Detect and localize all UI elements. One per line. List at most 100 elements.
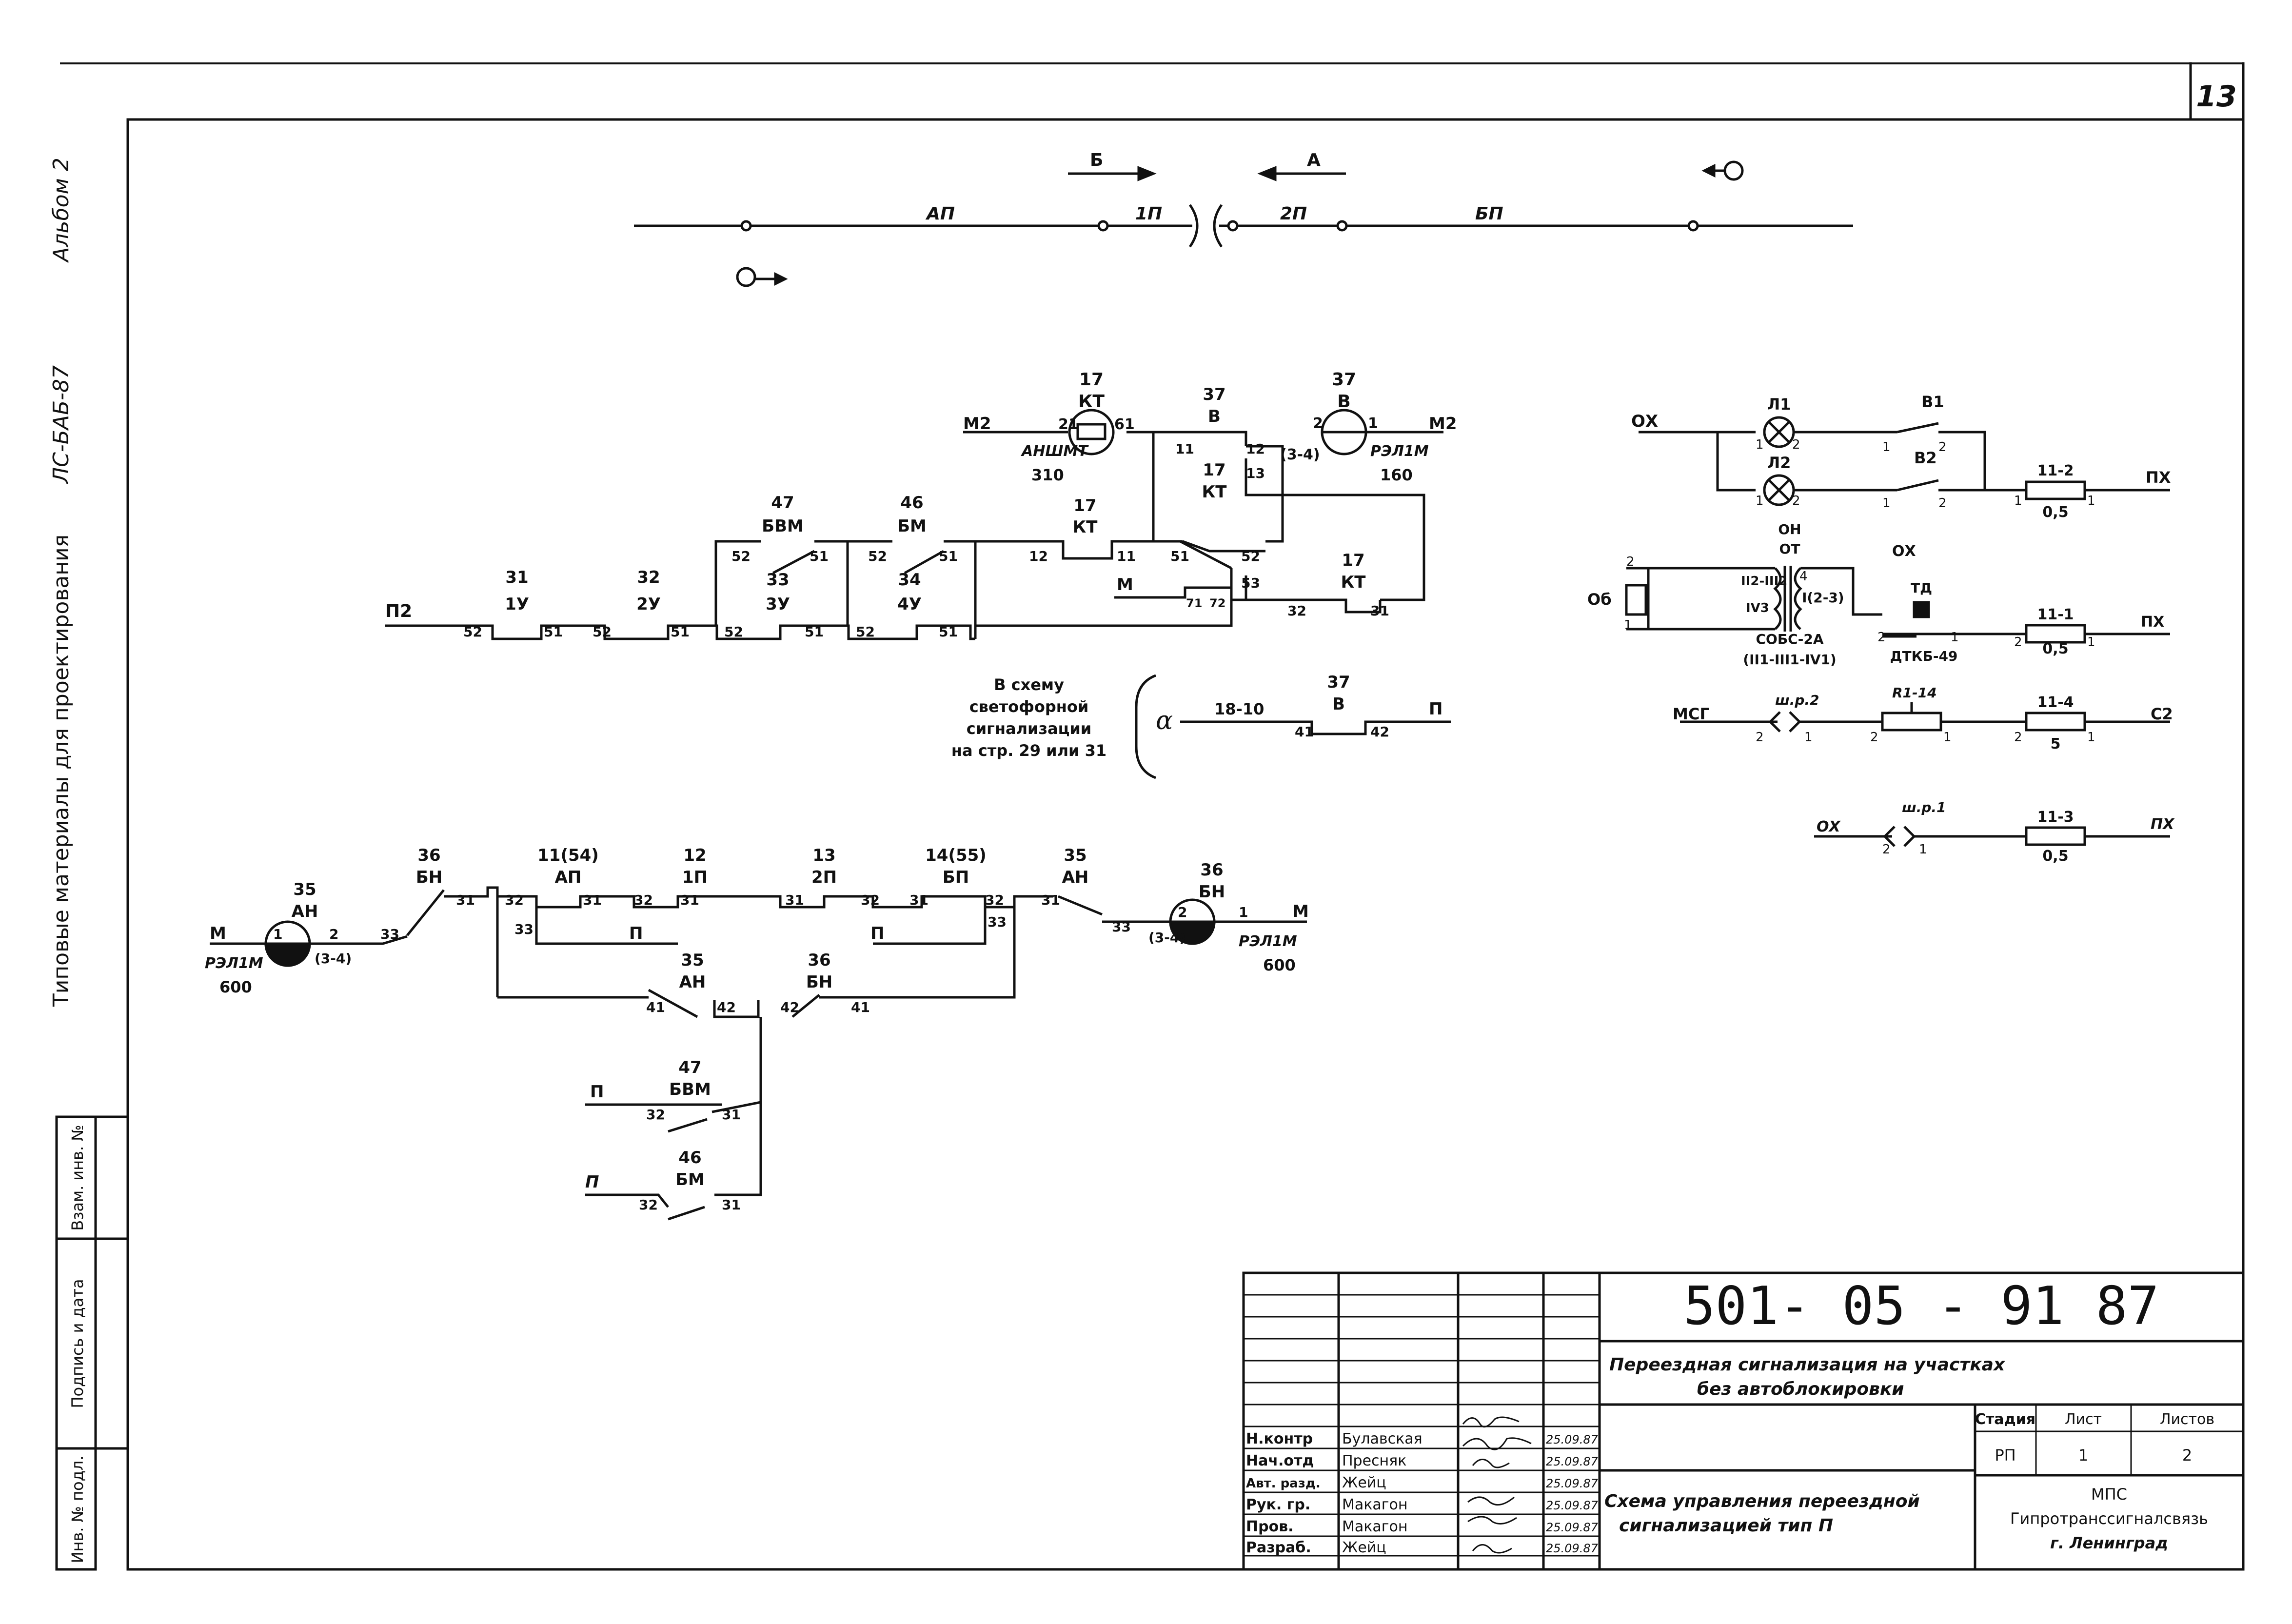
diagram-label: ОХ bbox=[1631, 412, 1658, 431]
diagram-label: 310 bbox=[1031, 466, 1064, 484]
bus-m2-right: М2 bbox=[1429, 414, 1457, 434]
diagram-label: 25.09.87 bbox=[1546, 1433, 1599, 1446]
diagram-label: 17 bbox=[1079, 370, 1104, 390]
diagram-label: 25.09.87 bbox=[1546, 1455, 1599, 1468]
motor-circuit bbox=[210, 886, 1307, 1221]
diagram-label: 33 bbox=[766, 570, 789, 590]
diagram-label: 17 bbox=[1203, 460, 1225, 480]
diagram-label: 1 bbox=[2087, 730, 2095, 745]
diagram-label: 31 bbox=[722, 1107, 741, 1123]
diagram-label: 51 bbox=[544, 624, 563, 640]
track-point-2 bbox=[1097, 220, 1109, 232]
diagram-label: 1П bbox=[682, 868, 708, 887]
section-1p: 1П bbox=[1135, 204, 1162, 224]
diagram-label: I(2-3) bbox=[1802, 590, 1844, 606]
diagram-label: 12 bbox=[1029, 548, 1048, 564]
diagram-label: 1 bbox=[1756, 437, 1764, 452]
diagram-label: 2 bbox=[1178, 904, 1187, 920]
diagram-label: 1 bbox=[1919, 842, 1927, 857]
diagram-label: 32 bbox=[505, 892, 524, 908]
diagram-label: 34 bbox=[898, 570, 921, 590]
diagram-label: КТ bbox=[1073, 517, 1098, 537]
diagram-label: 52 bbox=[856, 624, 875, 640]
diagram-label: Рук. гр. bbox=[1246, 1496, 1310, 1513]
diagram-label: 0,5 bbox=[2042, 640, 2068, 657]
diagram-label: 71 bbox=[1186, 596, 1202, 610]
diagram-label: 37 bbox=[1203, 385, 1225, 404]
diagram-label: 2 bbox=[1938, 440, 1947, 455]
diagram-label: 11-1 bbox=[2037, 606, 2074, 623]
diagram-label: Жейц bbox=[1342, 1474, 1386, 1491]
diagram-label: 2П bbox=[811, 868, 837, 887]
diagram-label: 11-3 bbox=[2037, 809, 2074, 826]
diagram-label: 51 bbox=[810, 548, 829, 564]
diagram-label: 31 bbox=[456, 892, 475, 908]
side-album: Альбом 2 bbox=[49, 158, 74, 263]
track-point-1 bbox=[740, 220, 752, 232]
diagram-label: МПС bbox=[2091, 1485, 2127, 1504]
diagram-label: Нач.отд bbox=[1246, 1452, 1314, 1469]
diagram-label: 51 bbox=[939, 548, 958, 564]
transformer-primary-icon bbox=[1773, 567, 1782, 630]
diagram-label: 51 bbox=[939, 624, 958, 640]
diagram-label: БМ bbox=[675, 1170, 705, 1189]
diagram-label: 17 bbox=[1073, 496, 1096, 515]
diagram-label: Разраб. bbox=[1246, 1539, 1311, 1556]
diagram-label: 1 bbox=[1368, 415, 1378, 432]
diagram-label: 3У bbox=[766, 594, 790, 614]
diagram-label: 2 bbox=[1877, 630, 1886, 645]
diagram-label: С2 bbox=[2151, 705, 2173, 723]
diagram-label: М bbox=[1117, 575, 1133, 594]
diagram-label: 600 bbox=[1263, 956, 1296, 974]
diagram-label: 14(55) bbox=[925, 846, 987, 865]
td-block-icon bbox=[1913, 601, 1930, 618]
diagram-label: 41 bbox=[646, 999, 665, 1015]
diagram-label: БВМ bbox=[669, 1080, 711, 1099]
diagram-label: 32 bbox=[861, 892, 880, 908]
diagram-label: Лист bbox=[2065, 1411, 2102, 1428]
diagram-label: 1 bbox=[1943, 730, 1952, 745]
diagram-label: КТ bbox=[1202, 482, 1227, 502]
diagram-label: БН bbox=[416, 868, 442, 887]
diagram-label: 1У bbox=[505, 594, 529, 614]
bus-m2-left: М2 bbox=[963, 414, 991, 434]
diagram-label: 52 bbox=[868, 548, 887, 564]
diagram-label: (3-4) bbox=[1148, 930, 1186, 946]
diagram-label: светофорной bbox=[969, 697, 1089, 716]
diagram-label: 2 bbox=[1313, 415, 1323, 432]
diagram-label: 11 bbox=[1117, 548, 1136, 564]
diagram-label: 51 bbox=[671, 624, 690, 640]
diagram-label: 51 bbox=[1170, 548, 1189, 564]
diagram-label: 2 bbox=[2182, 1446, 2192, 1465]
relay-kt-coil bbox=[1068, 409, 1115, 456]
diagram-label: 37 bbox=[1332, 370, 1356, 390]
diagram-label: 25.09.87 bbox=[1546, 1521, 1599, 1534]
diagram-label: 18-10 bbox=[1214, 700, 1264, 718]
doc-description-2: сигнализацией тип П bbox=[1619, 1516, 1833, 1536]
diagram-label: 1 bbox=[1882, 496, 1891, 511]
side-stamp-3: Взам. инв. № bbox=[68, 1125, 87, 1230]
diagram-label: 1 bbox=[273, 926, 282, 942]
diagram-label: 4У bbox=[897, 594, 922, 614]
diagram-label: П bbox=[590, 1082, 604, 1102]
diagram-label: П bbox=[870, 924, 884, 943]
diagram-label: 36 bbox=[417, 846, 440, 865]
track-point-4 bbox=[1336, 220, 1348, 232]
diagram-label: 4 bbox=[1799, 569, 1808, 584]
diagram-label: РЭЛ1М bbox=[205, 955, 263, 972]
direction-a-label: А bbox=[1307, 150, 1321, 170]
diagram-label: 12 bbox=[683, 846, 706, 865]
doc-title-2: без автоблокировки bbox=[1697, 1379, 1904, 1399]
diagram-label: 160 bbox=[1380, 466, 1413, 484]
diagram-label: 5 bbox=[2051, 735, 2061, 753]
diagram-label: 13 bbox=[812, 846, 835, 865]
diagram-label: 600 bbox=[219, 978, 252, 996]
diagram-label: Жейц bbox=[1342, 1539, 1386, 1556]
diagram-label: 52 bbox=[724, 624, 743, 640]
diagram-label: Булавская bbox=[1342, 1430, 1423, 1447]
diagram-label: АН bbox=[679, 972, 706, 992]
diagram-label: ОХ bbox=[1892, 543, 1916, 560]
fuse-11-4-icon bbox=[2025, 712, 2086, 732]
diagram-label: В bbox=[1337, 392, 1350, 412]
